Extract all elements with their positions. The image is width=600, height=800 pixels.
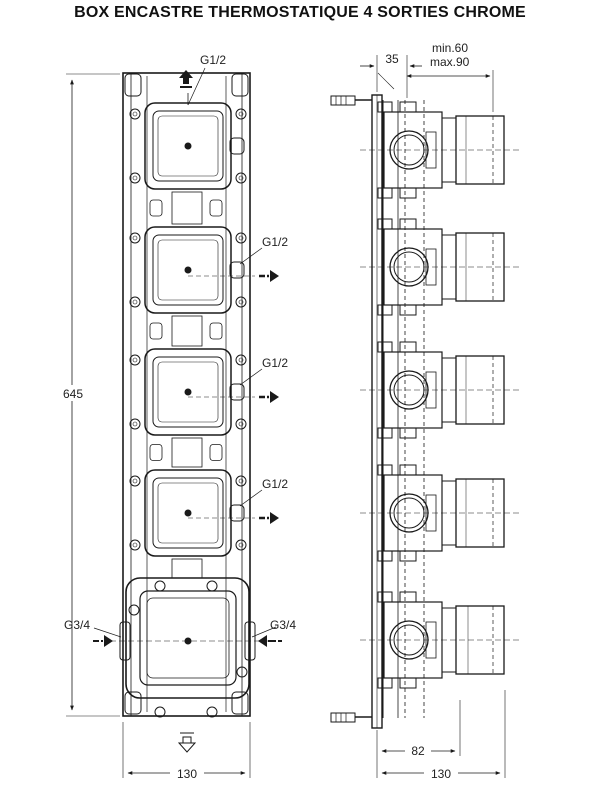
- thermostat-module-1: [129, 102, 247, 225]
- depth-label: 35: [385, 52, 399, 66]
- inlet-left-arrow: [93, 627, 122, 647]
- top-outlet-arrow: [179, 67, 206, 106]
- range-max-label: max.90: [430, 55, 470, 69]
- thermostat-module-4: [129, 469, 247, 557]
- center-point: [184, 509, 192, 517]
- thermostat-module-2: [129, 226, 247, 347]
- plate-ears: [124, 73, 249, 715]
- side-outlet-label-1: G1/2: [262, 235, 288, 249]
- side-module-3: [360, 341, 520, 439]
- page-title: BOX ENCASTRE THERMOSTATIQUE 4 SORTIES CH…: [74, 4, 526, 21]
- side-outlet-label-2: G1/2: [262, 356, 288, 370]
- side-view: 35 min.60 max.90 82 130: [330, 41, 520, 782]
- inlet-left-label: G3/4: [64, 618, 90, 632]
- inlet-right-label: G3/4: [270, 618, 296, 632]
- depth-dimension: [360, 55, 494, 112]
- side-module-1: [360, 101, 520, 199]
- side-outlet-label-3: G1/2: [262, 477, 288, 491]
- height-label: 645: [63, 387, 83, 401]
- side-width-label: 130: [431, 767, 451, 781]
- front-width-label: 130: [177, 767, 197, 781]
- side-top-bolt: [330, 95, 372, 106]
- thermostat-module-3: [129, 348, 247, 468]
- side-bottom-dimensions: [376, 690, 506, 778]
- body-depth-label: 82: [411, 744, 425, 758]
- side-outlet-arrow-3: [188, 489, 279, 524]
- side-module-4: [360, 464, 520, 562]
- front-view: G1/2 G1/2G1/2G1/2 G3/4 G3/4: [60, 53, 296, 782]
- side-outlet-arrow-2: [188, 368, 279, 403]
- inlet-right-arrow: [251, 626, 282, 647]
- side-module-5: [360, 591, 520, 689]
- top-outlet-label: G1/2: [200, 53, 226, 67]
- mixer-box: [110, 577, 270, 718]
- center-point: [184, 266, 192, 274]
- center-point: [184, 142, 192, 150]
- side-outlet-arrow-1: [188, 247, 279, 282]
- range-min-label: min.60: [432, 41, 468, 55]
- side-bottom-bolt: [330, 712, 372, 723]
- center-point: [184, 388, 192, 396]
- bottom-drain-arrow: [177, 732, 197, 753]
- side-module-2: [360, 218, 520, 316]
